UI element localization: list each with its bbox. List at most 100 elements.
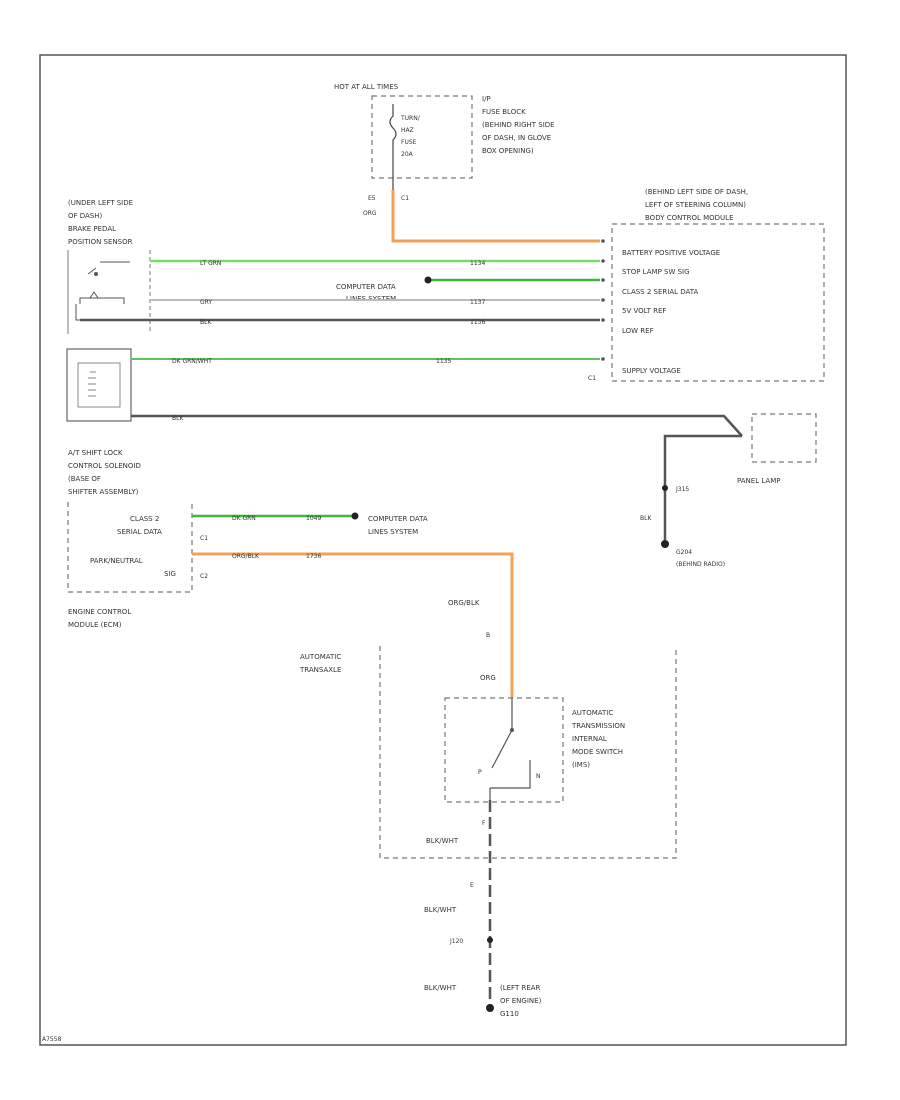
ecm-circuit2-label: 1736 <box>306 553 321 560</box>
ecm-class2-label-2: SERIAL DATA <box>117 528 162 536</box>
bcm-location-2: LEFT OF STEERING COLUMN) <box>645 201 746 209</box>
bcm-pins <box>601 239 605 361</box>
fuse-label-4: 20A <box>401 151 414 158</box>
transaxle-box <box>379 646 677 859</box>
bcm-signal-low-ref: LOW REF <box>622 327 654 335</box>
ground-pin-e: E <box>470 882 474 889</box>
brake-sensor-label-4: POSITION SENSOR <box>68 238 133 246</box>
g110-ground-dot <box>486 1004 494 1012</box>
diagram-footer-code: A7558 <box>42 1036 62 1043</box>
sensor-resistor-symbol <box>79 291 125 321</box>
ims-pos-p: P <box>478 769 482 776</box>
ecm-class2-splice-dot <box>351 512 359 520</box>
ecm-wire2-label: ORG/BLK <box>232 553 260 560</box>
fuse-block-label-4: OF DASH, IN GLOVE <box>482 134 551 142</box>
ims-label-1: AUTOMATIC <box>572 709 613 717</box>
ims-switch-box <box>444 697 564 803</box>
fuse-block-label-1: I/P <box>482 95 491 103</box>
sensor-loop <box>75 304 84 321</box>
fuse-label-3: FUSE <box>401 139 417 146</box>
battery-feed-wire <box>391 190 600 243</box>
bcm-name: BODY CONTROL MODULE <box>645 214 734 222</box>
brake-sensor-label-2: OF DASH) <box>68 212 103 220</box>
circuit-label-1134: 1134 <box>470 260 485 267</box>
ground-g110-label: G110 <box>500 1010 519 1018</box>
circuit-label-1137: 1137 <box>470 299 485 306</box>
shift-lock-label-2: CONTROL SOLENOID <box>68 462 141 470</box>
sensor-pivot <box>94 272 98 276</box>
wire-label-dk-grn-wht: DK GRN/WHT <box>172 358 212 365</box>
wire-label-lt-grn: LT GRN <box>200 260 221 267</box>
bcm-box <box>611 223 825 382</box>
fuse-block-box <box>371 95 473 179</box>
ecm-class2-label-1: CLASS 2 <box>130 515 159 523</box>
ecm-name-2: MODULE (ECM) <box>68 621 122 629</box>
wire-label-blk: BLK <box>200 319 212 326</box>
ground-loc-2: OF ENGINE) <box>500 997 542 1005</box>
park-neutral-wire <box>192 552 514 698</box>
ground-wire2-label: BLK/WHT <box>424 984 457 992</box>
bcm-location-1: (BEHIND LEFT SIDE OF DASH, <box>645 188 748 196</box>
ims-label-2: TRANSMISSION <box>571 722 625 730</box>
ecm-box <box>67 502 193 593</box>
j120-splice <box>487 937 493 943</box>
transaxle-pin-f: F <box>482 820 486 827</box>
hot-at-all-times-label: HOT AT ALL TIMES <box>334 83 399 91</box>
sensor-switch-symbol <box>87 261 130 275</box>
circuit-label-1136: 1136 <box>470 319 485 326</box>
bcm-signal-5v-ref: 5V VOLT REF <box>622 307 666 315</box>
ecm-computer-data-2: LINES SYSTEM <box>368 528 418 536</box>
ecm-pn-label-2: SIG <box>164 570 176 578</box>
ground-loc-1: (LEFT REAR <box>500 984 541 992</box>
panel-lamp-splice <box>662 485 668 491</box>
panel-lamp-splice-label: J315 <box>675 486 689 493</box>
fuse-symbol <box>389 104 397 190</box>
wire-label-gry: GRY <box>200 299 212 306</box>
fuse-wire-color: ORG <box>363 210 377 217</box>
brake-sensor-label-1: (UNDER LEFT SIDE <box>68 199 133 207</box>
shift-lock-coil <box>77 362 121 408</box>
ims-pos-n: N <box>536 773 541 780</box>
fuse-label-2: HAZ <box>401 127 414 134</box>
bcm-connector-label: C1 <box>588 375 596 382</box>
fuse-block-label-2: FUSE BLOCK <box>482 108 526 116</box>
ground-wire1-label: BLK/WHT <box>424 906 457 914</box>
shift-lock-label-3: (BASE OF <box>68 475 101 483</box>
transaxle-pin-b: B <box>486 632 490 639</box>
transaxle-label-1: AUTOMATIC <box>300 653 341 661</box>
solenoid-wire-label: BLK <box>172 415 184 422</box>
panel-lamp-label: PANEL LAMP <box>737 477 780 485</box>
ims-label-5: (IMS) <box>572 761 590 769</box>
ims-pivot <box>510 728 514 732</box>
fuse-pin-label: E5 <box>368 195 376 202</box>
ecm-name-1: ENGINE CONTROL <box>68 608 131 616</box>
diagram-frame <box>39 54 847 1046</box>
shift-lock-coil-winding <box>88 371 96 397</box>
bcm-signal-battery: BATTERY POSITIVE VOLTAGE <box>622 249 720 257</box>
ecm-connector-c1: C1 <box>200 535 208 542</box>
ims-switch-contact <box>489 698 531 800</box>
ecm-computer-data-1: COMPUTER DATA <box>368 515 428 523</box>
ecm-circuit1-label: 1049 <box>306 515 321 522</box>
ground-splice-label: J120 <box>449 938 463 945</box>
ims-label-4: MODE SWITCH <box>572 748 623 756</box>
class2-splice-dot <box>424 276 432 284</box>
shift-lock-label-4: SHIFTER ASSEMBLY) <box>68 488 139 496</box>
fuse-block-label-5: BOX OPENING) <box>482 147 534 155</box>
transaxle-wire-in-label: ORG/BLK <box>448 599 480 607</box>
fuse-connector-label: C1 <box>401 195 409 202</box>
g204-ground-dot <box>661 540 669 548</box>
circuit-label-1135: 1135 <box>436 358 451 365</box>
bcm-signal-class2: CLASS 2 SERIAL DATA <box>622 288 698 296</box>
ecm-connector-c2: C2 <box>200 573 208 580</box>
brake-sensor-label-3: BRAKE PEDAL <box>68 225 116 233</box>
transaxle-wire-out-label: BLK/WHT <box>426 837 459 845</box>
shift-lock-solenoid <box>66 348 132 422</box>
ecm-wire1-label: DK GRN <box>232 515 256 522</box>
fuse-block-label-3: (BEHIND RIGHT SIDE <box>482 121 555 129</box>
shift-lock-label-1: A/T SHIFT LOCK <box>68 449 123 457</box>
panel-lamp-box <box>751 413 817 463</box>
bcm-signal-stop-lamp: STOP LAMP SW SIG <box>622 268 690 276</box>
panel-lamp-ground-loc: (BEHIND RADIO) <box>676 561 725 568</box>
